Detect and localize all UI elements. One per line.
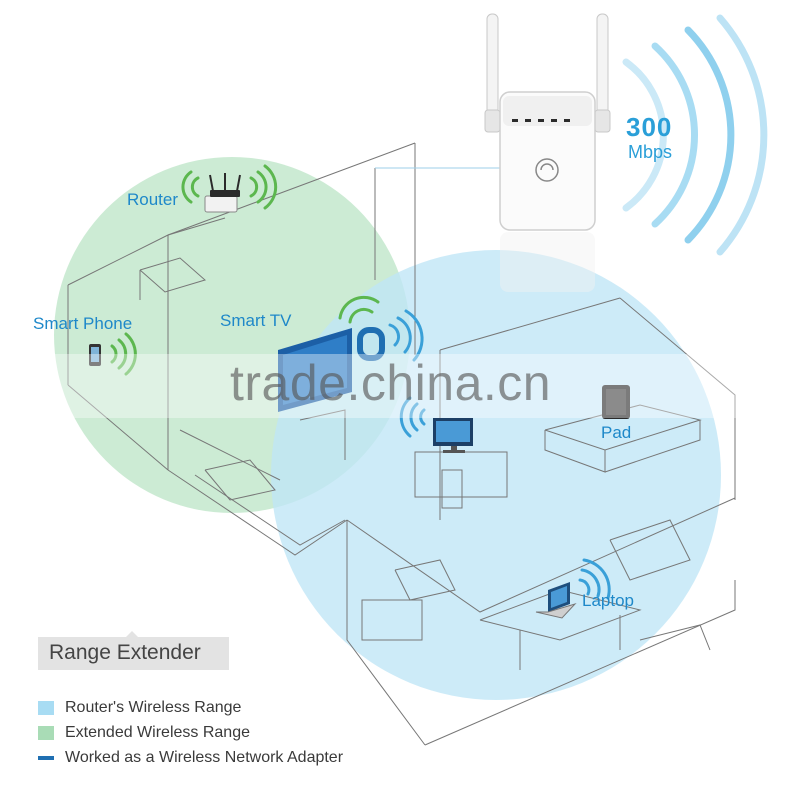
smart-tv-wifi-icon [338, 295, 424, 362]
watermark-text: trade.china.cn [230, 355, 552, 411]
smart-phone-icon [89, 344, 101, 366]
laptop-icon [535, 582, 577, 619]
legend-swatch-network-adapter [38, 756, 54, 760]
monitor-icon [433, 418, 473, 453]
range-extender-device-icon [484, 13, 611, 231]
legend-label-network-adapter: Worked as a Wireless Network Adapter [65, 749, 344, 766]
monitor-wifi-icon [399, 396, 426, 438]
legend-item-router-range: Router's Wireless Range [38, 698, 241, 718]
range-extender-reflection [500, 232, 595, 292]
router-label: Router [127, 190, 179, 209]
pad-label: Pad [601, 423, 632, 442]
product-label: Range Extender [49, 641, 201, 664]
pad-icon [602, 385, 630, 419]
speed-value: 300 [626, 112, 673, 142]
speed-unit: Mbps [628, 142, 673, 162]
smart-phone-wifi-icon [110, 332, 137, 376]
smart-tv-label: Smart TV [220, 311, 292, 330]
legend-item-network-adapter: Worked as a Wireless Network Adapter [38, 748, 343, 768]
router-wifi-icon [181, 164, 278, 210]
legend-swatch-extended-range [38, 726, 54, 740]
watermark-band [40, 354, 760, 418]
extender-signal-arcs [622, 14, 768, 256]
router-range-circle [271, 250, 721, 700]
smart-phone-label: Smart Phone [33, 314, 133, 333]
laptop-label: Laptop [582, 591, 634, 610]
smart-tv-icon [278, 327, 385, 412]
legend-swatch-router-range [38, 701, 54, 715]
legend-item-extended-range: Extended Wireless Range [38, 723, 250, 743]
legend-label-extended-range: Extended Wireless Range [65, 724, 250, 741]
router-icon [204, 173, 241, 213]
legend-label-router-range: Router's Wireless Range [65, 699, 242, 716]
laptop-wifi-icon [578, 558, 611, 600]
range-extender-label-box [38, 631, 229, 670]
